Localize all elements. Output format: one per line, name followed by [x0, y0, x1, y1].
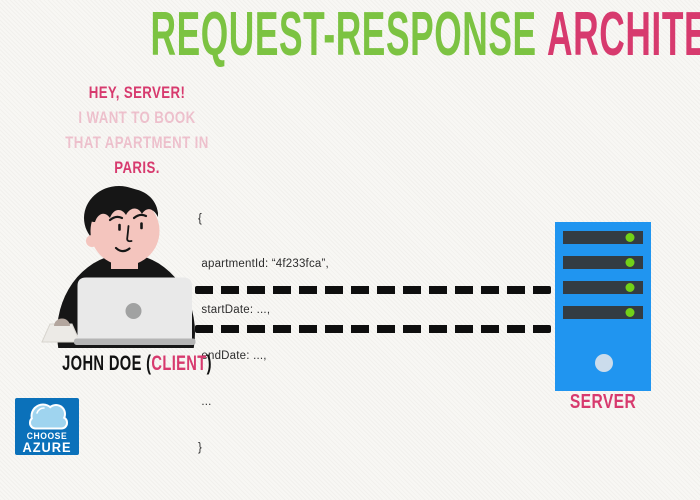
- led-indicator: [625, 258, 635, 267]
- title-space: [537, 0, 547, 69]
- payload-line: {: [198, 212, 203, 225]
- speech-line: HEY, SERVER!: [88, 83, 186, 102]
- cloud-icon: [29, 403, 68, 430]
- server-rack-slot: [563, 256, 643, 269]
- led-indicator: [625, 308, 635, 317]
- client-eyebrow-right: [132, 213, 148, 220]
- server-label: SERVER: [569, 391, 637, 413]
- payload-line: }: [198, 442, 203, 455]
- logo-text-choose: CHOOSE: [26, 431, 68, 441]
- server-rack-slot: [563, 281, 643, 294]
- server-icon: [555, 222, 651, 391]
- request-payload: { apartmentId: “4f233fca”, startDate: ..…: [198, 181, 329, 487]
- payload-line: startDate: ...,: [198, 304, 271, 317]
- led-indicator: [625, 283, 635, 292]
- client-illustration: [41, 186, 196, 348]
- server-rack-slot: [563, 231, 643, 244]
- speech-line: I WANT TO BOOK: [78, 108, 196, 127]
- client-label-suffix: ): [206, 352, 212, 375]
- client-label: JOHN DOE (CLIENT): [53, 352, 221, 376]
- page-title: REQUEST-RESPONSE ARCHITECTURE: [151, 4, 700, 66]
- server-power-button: [595, 354, 613, 372]
- server-rack-slot: [563, 306, 643, 319]
- mousepad: [41, 323, 81, 343]
- laptop-logo-circle: [125, 303, 142, 319]
- client-name: JOHN DOE (: [62, 352, 152, 375]
- speech-bubble: HEY, SERVER! I WANT TO BOOK THAT APARTME…: [43, 80, 230, 180]
- led-indicator: [625, 233, 635, 242]
- cloud-fill: [31, 405, 66, 428]
- azure-logo: CHOOSE AZURE: [15, 398, 79, 455]
- payload-line: ...: [198, 396, 212, 409]
- request-line: [195, 286, 551, 294]
- payload-line: endDate: ...,: [198, 350, 267, 363]
- title-request-response: REQUEST-RESPONSE: [150, 0, 537, 69]
- title-architecture: ARCHITECTURE: [547, 0, 700, 69]
- client-fringe: [88, 187, 158, 222]
- client-nose: [126, 225, 133, 243]
- laptop-base: [74, 338, 196, 345]
- speech-line: THAT APARTMENT IN: [65, 133, 209, 152]
- speech-line: PARIS.: [114, 158, 160, 177]
- client-role: CLIENT: [151, 352, 207, 375]
- response-line: [195, 325, 551, 333]
- payload-line: apartmentId: “4f233fca”,: [198, 258, 329, 271]
- logo-text-azure: AZURE: [22, 440, 72, 455]
- client-eyebrow-left: [108, 215, 124, 222]
- client-mouth: [114, 246, 131, 253]
- mouse-icon: [54, 318, 70, 326]
- client-ear: [86, 235, 98, 247]
